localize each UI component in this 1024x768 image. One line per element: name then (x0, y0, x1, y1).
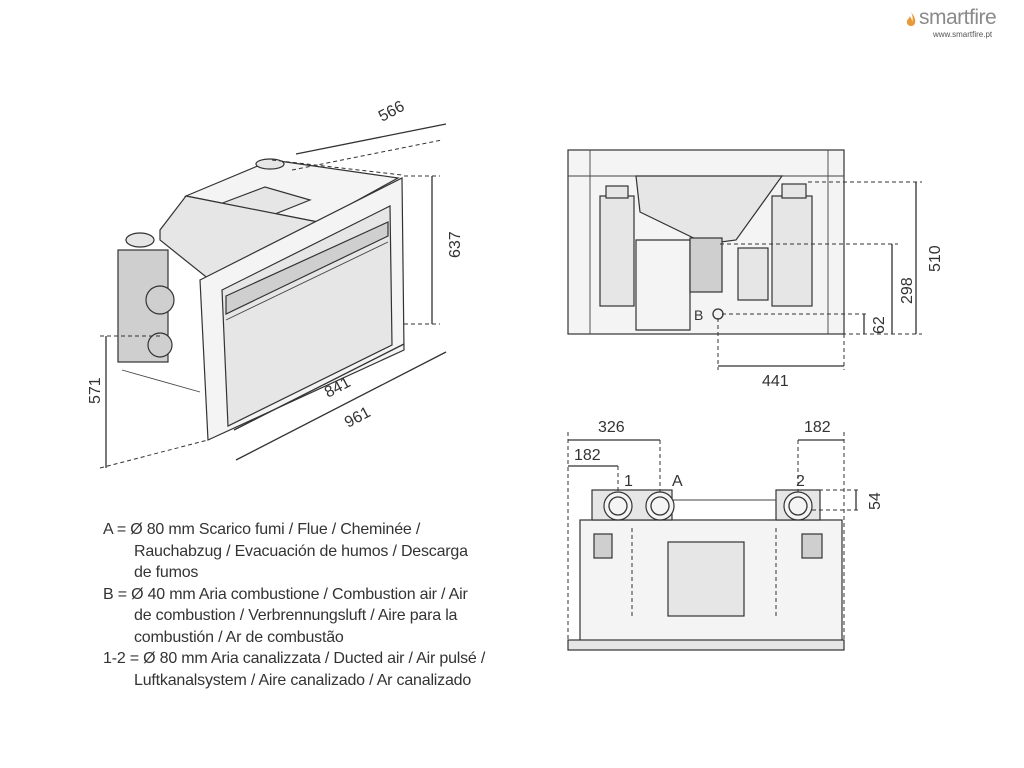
dim-inner-offset: 182 (574, 447, 601, 464)
label-b: B (694, 307, 703, 323)
dim-inlet-height: 298 (899, 277, 916, 304)
brand-url: www.smartfire.pt (933, 30, 993, 39)
legend-c-line-2: Luftkanalsystem / Aire canalizado / Ar c… (134, 671, 472, 689)
fan-motor-lower (147, 332, 173, 358)
perspective-view: 566 637 571 841 961 (87, 98, 464, 469)
top-center-panel (667, 541, 745, 617)
legend-b-line-3: combustión / Ar de combustão (134, 628, 344, 646)
legend-b-line-2: de combustion / Verbrennungsluft / Aire … (134, 607, 458, 624)
dim-line-961 (235, 351, 447, 461)
dim-line-841 (233, 343, 405, 431)
left-cylinder (599, 195, 635, 307)
brand-logo: smartfire www.smartfire.pt (903, 6, 1018, 42)
dim-lower-height: 571 (87, 377, 104, 404)
dim-outer-offset: 326 (598, 419, 625, 436)
fan-right (801, 533, 823, 559)
flue-outlet-a (645, 491, 675, 521)
top-front-strip (567, 639, 845, 651)
label-2: 2 (796, 473, 805, 490)
top-view: 1 A 2 326 182 182 54 (567, 419, 884, 651)
brand-name: smartfire (919, 6, 997, 29)
left-cylinder-cap (605, 185, 629, 199)
flue-pipe (689, 237, 723, 293)
legend-a-line-2: Rauchabzug / Evacuación de humos / Desca… (134, 542, 468, 560)
right-cylinder (771, 195, 813, 307)
dim-side-height: 510 (927, 245, 944, 272)
right-cylinder-cap (781, 183, 807, 199)
dim-inlet-offset: 62 (871, 316, 888, 334)
legend-a-line-3: de fumos (134, 564, 199, 581)
duct-outlet-1 (603, 491, 633, 521)
dim-pipe-height: 54 (867, 492, 884, 510)
dim-line-566 (295, 123, 447, 155)
dim-inlet-distance: 441 (762, 373, 789, 390)
flame-icon (906, 12, 916, 26)
side-view: B 510 298 62 441 (567, 149, 944, 390)
dim-total-width: 961 (342, 404, 374, 432)
legend-b-line-1: B = Ø 40 mm Aria combustione / Combustio… (103, 585, 468, 603)
legend-a-line-1: A = Ø 80 mm Scarico fumi / Flue / Chemin… (103, 521, 421, 538)
dim-height: 637 (447, 231, 464, 258)
inlet-collar (125, 232, 155, 248)
label-1: 1 (624, 473, 633, 490)
door-top-strip (225, 221, 389, 315)
flue-collar (255, 158, 285, 170)
inner-box (737, 247, 769, 301)
inner-chamber (635, 239, 691, 331)
duct-outlet-2 (783, 491, 813, 521)
fan-motor (145, 285, 175, 315)
dim-right-offset: 182 (804, 419, 831, 436)
legend: A = Ø 80 mm Scarico fumi / Flue / Chemin… (103, 519, 563, 691)
legend-c-line-1: 1-2 = Ø 80 mm Aria canalizzata / Ducted … (103, 650, 486, 667)
dim-depth: 566 (376, 98, 408, 126)
label-a: A (672, 473, 683, 490)
fan-left (593, 533, 613, 559)
